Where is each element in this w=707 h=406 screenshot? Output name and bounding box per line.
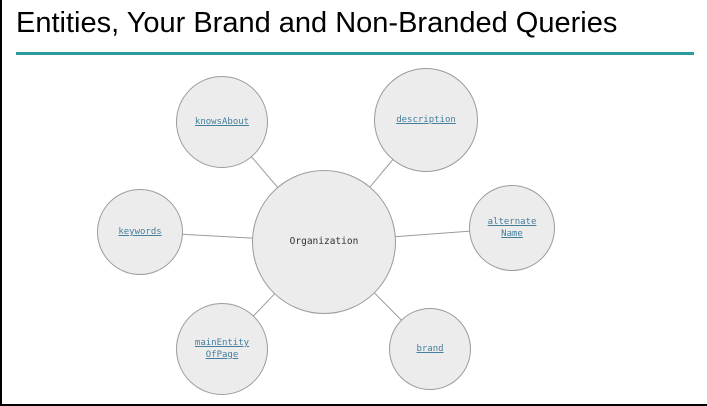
node-keywords-label[interactable]: keywords bbox=[118, 226, 162, 237]
node-alternatename[interactable]: alternate Name bbox=[469, 185, 555, 271]
node-keywords[interactable]: keywords bbox=[97, 189, 183, 275]
node-organization[interactable]: Organization bbox=[252, 170, 396, 314]
node-description-label[interactable]: description bbox=[396, 114, 456, 125]
node-knowsabout[interactable]: knowsAbout bbox=[176, 76, 268, 168]
node-brand-label[interactable]: brand bbox=[416, 343, 444, 354]
node-description[interactable]: description bbox=[374, 68, 478, 172]
title-divider bbox=[16, 52, 694, 55]
node-alternatename-label[interactable]: alternate Name bbox=[487, 216, 537, 239]
node-mainentityofpage-label[interactable]: mainEntity OfPage bbox=[194, 337, 250, 360]
node-brand[interactable]: brand bbox=[389, 308, 471, 390]
node-knowsabout-label[interactable]: knowsAbout bbox=[194, 116, 250, 127]
node-organization-label: Organization bbox=[289, 235, 359, 247]
page-title: Entities, Your Brand and Non-Branded Que… bbox=[16, 7, 618, 39]
node-mainentityofpage[interactable]: mainEntity OfPage bbox=[176, 303, 268, 395]
